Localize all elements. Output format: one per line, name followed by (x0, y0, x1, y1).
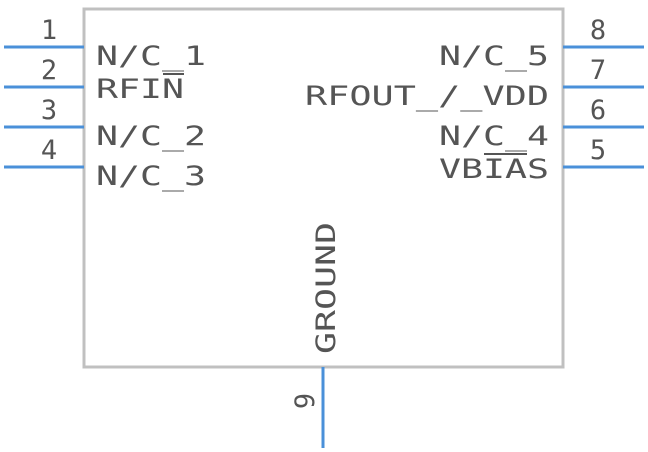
pin-1-name: N/C_1 (96, 41, 206, 72)
pin-7-number: 7 (590, 55, 606, 86)
pin-3-name: N/C_2 (96, 121, 206, 152)
pin-7: 7 RFOUT_/_VDD (305, 55, 644, 112)
pin-9-name: GROUND (311, 222, 342, 354)
pin-4: 4 N/C_3 (4, 135, 206, 192)
pin-3: 3 N/C_2 (4, 95, 206, 152)
pin-4-number: 4 (41, 135, 57, 166)
pin-6-name: N/C_4 (439, 121, 549, 152)
pin-3-number: 3 (41, 95, 57, 126)
pin-5-number: 5 (590, 135, 606, 166)
pin-1: 1 N/C_1 (4, 15, 206, 72)
pin-2: 2 RFIN (4, 55, 184, 105)
pin-9: 9 GROUND (290, 222, 342, 448)
pin-8: 8 N/C_5 (439, 15, 644, 72)
pin-5: 5 VBIAS (439, 135, 644, 185)
pin-8-number: 8 (590, 15, 606, 46)
pin-9-number: 9 (290, 393, 321, 409)
pin-6: 6 N/C_4 (439, 95, 644, 152)
pin-8-name: N/C_5 (439, 41, 549, 72)
pin-2-name: RFIN (96, 74, 184, 105)
pin-7-name: RFOUT_/_VDD (305, 81, 549, 112)
pin-4-name: N/C_3 (96, 161, 206, 192)
pin-5-name: VBIAS (439, 154, 549, 185)
pin-2-number: 2 (41, 55, 57, 86)
pin-1-number: 1 (41, 15, 57, 46)
pin-6-number: 6 (590, 95, 606, 126)
